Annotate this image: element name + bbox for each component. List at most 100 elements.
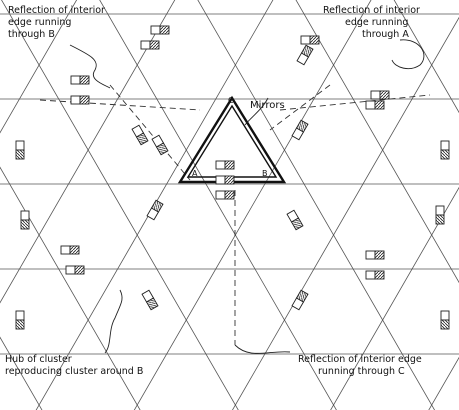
hatched-square [374, 100, 385, 110]
grid-slant-line [295, 0, 459, 284]
grid-slant-line [1, 0, 239, 410]
reflection-line-right [279, 94, 431, 111]
plain-square [365, 250, 376, 260]
tile-block [215, 190, 235, 200]
tile-block [300, 35, 320, 45]
plain-square [70, 75, 81, 85]
callout-a [391, 39, 425, 70]
vertex-a-label: A [192, 169, 198, 178]
plain-square [440, 310, 450, 321]
grid-slant-line [99, 0, 337, 410]
hatched-square [224, 160, 235, 170]
hatched-square [440, 149, 450, 160]
reflection-c-line-2: running through C [318, 366, 405, 377]
reflection-a-line-1: Reflection of interior [323, 5, 420, 16]
tile-block [140, 40, 160, 50]
hatched-square [79, 75, 90, 85]
hatched-square [135, 132, 149, 146]
tile-block [60, 245, 80, 255]
plain-square [215, 190, 226, 200]
plain-square [15, 310, 25, 321]
tile-block [151, 134, 169, 156]
reflection-b-line-3: through B [8, 29, 55, 40]
tile-block [286, 209, 304, 231]
hatched-square [145, 297, 159, 311]
hatched-square [155, 142, 169, 156]
grid-slant-line [428, 356, 459, 410]
hatched-square [300, 44, 314, 58]
tile-block [141, 289, 159, 311]
hatched-square [440, 319, 450, 330]
hatched-square [309, 35, 320, 45]
plain-square [140, 40, 151, 50]
callout-b [69, 44, 111, 89]
tile-block [131, 124, 149, 146]
mirrors-label: Mirrors [250, 100, 285, 111]
tile-block [20, 210, 30, 230]
tile-block [70, 95, 90, 105]
reflection-b-line-2: edge running [8, 17, 71, 28]
plain-square [70, 95, 81, 105]
plain-square [65, 265, 76, 275]
hatched-square [374, 250, 385, 260]
tile-block [365, 250, 385, 260]
reflection-a-line-3: through A [362, 29, 409, 40]
tile-block [440, 310, 450, 330]
tile-block [365, 100, 385, 110]
plain-square [365, 270, 376, 280]
grid-slant-line [330, 186, 459, 410]
tile-block [150, 25, 170, 35]
hatched-square [290, 217, 304, 231]
tile-block [291, 289, 309, 311]
plain-square [440, 140, 450, 151]
tile-block [215, 175, 235, 185]
reflection-c-line-1: Reflection of interior edge [298, 354, 422, 365]
callout-c [234, 344, 291, 354]
plain-square [150, 25, 161, 35]
hatched-square [224, 190, 235, 200]
plain-square [435, 205, 445, 216]
tile-block [370, 90, 390, 100]
label-reflection-b: Reflection of interior edge running thro… [8, 5, 105, 40]
plain-square [365, 100, 376, 110]
reflection-line-left [39, 99, 201, 111]
hatched-square [15, 319, 25, 330]
tile-block [15, 140, 25, 160]
hatched-square [69, 245, 80, 255]
callout-lines [69, 39, 425, 354]
reflection-a-line-2: edge running [345, 17, 408, 28]
tile-block [365, 270, 385, 280]
vertex-c-label: C [228, 96, 234, 105]
hatched-square [435, 214, 445, 225]
hatched-square [224, 175, 235, 185]
reflection-line-b [109, 84, 191, 181]
tile-block [15, 310, 25, 330]
label-hub: Hub of cluster reproducing cluster aroun… [5, 354, 143, 377]
hatched-square [295, 289, 309, 303]
callout-mirrors [244, 97, 269, 126]
grid-slant-line [0, 0, 176, 304]
hatched-square [374, 270, 385, 280]
grid-slant-line [197, 0, 436, 410]
plain-square [15, 140, 25, 151]
grid-slant-line [0, 336, 43, 410]
hatched-square [74, 265, 85, 275]
tile-block [215, 160, 235, 170]
hatched-square [20, 219, 30, 230]
hatched-square [150, 199, 164, 213]
plain-square [20, 210, 30, 221]
grid-slant-line [393, 0, 459, 114]
plain-square [370, 90, 381, 100]
reflection-b-line-1: Reflection of interior [8, 5, 105, 16]
pattern-blocks [15, 25, 450, 330]
reflection-lines [39, 84, 431, 345]
grid-slant-line [232, 16, 459, 410]
plain-square [60, 245, 71, 255]
tile-block [296, 44, 314, 66]
tile-block [146, 199, 164, 221]
label-reflection-c: Reflection of interior edge running thro… [298, 354, 422, 377]
hatched-square [295, 119, 309, 133]
hatched-square [379, 90, 390, 100]
